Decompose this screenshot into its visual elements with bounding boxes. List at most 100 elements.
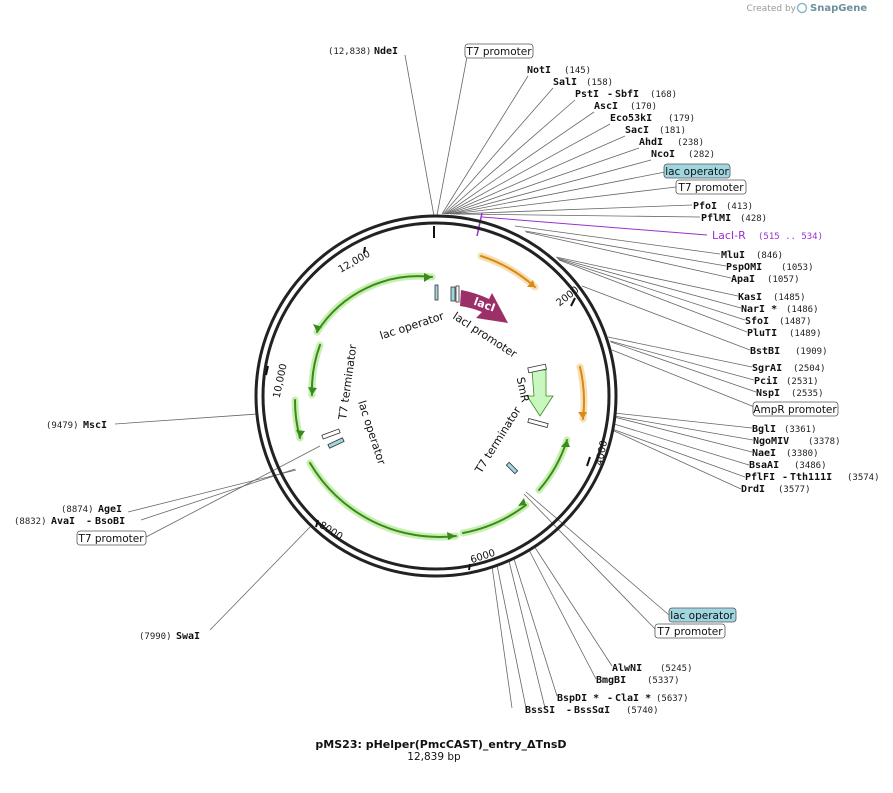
svg-text:(5637): (5637) bbox=[656, 694, 689, 704]
svg-text:(413): (413) bbox=[726, 202, 753, 212]
svg-text:ClaI *: ClaI * bbox=[615, 693, 651, 704]
primer-leader bbox=[481, 216, 708, 236]
lac-operator-bottom: lac operator bbox=[668, 607, 737, 623]
site-sfoi: SfoI bbox=[745, 316, 769, 327]
site-bstbi: BstBI bbox=[750, 346, 780, 357]
laci-promoter-box bbox=[450, 286, 456, 302]
svg-text:(1053): (1053) bbox=[781, 263, 814, 273]
site-drdi: DrdI bbox=[741, 484, 765, 495]
site-ngomiv: NgoMIV bbox=[753, 436, 789, 447]
svg-text:(5740): (5740) bbox=[626, 706, 659, 716]
svg-text:(170): (170) bbox=[630, 102, 657, 112]
site-agei: AgeI bbox=[98, 504, 122, 515]
svg-text:(428): (428) bbox=[740, 214, 767, 224]
site-ahdi: AhdI bbox=[639, 137, 663, 148]
site-nari: NarI * bbox=[741, 304, 777, 315]
site-naei: NaeI bbox=[752, 448, 776, 459]
svg-text:T7 promoter: T7 promoter bbox=[677, 182, 744, 194]
svg-text:(1485): (1485) bbox=[773, 293, 806, 303]
tick-label-8000: 8000 bbox=[317, 520, 344, 543]
svg-text:Tth111I: Tth111I bbox=[790, 472, 832, 483]
site-pflfi: PflFI bbox=[745, 472, 775, 483]
site-pspomi: PspOMI bbox=[726, 262, 762, 273]
smr-label: SmR bbox=[514, 376, 532, 404]
site-pfoi: PfoI bbox=[693, 201, 717, 212]
svg-text:BssSαI: BssSαI bbox=[574, 705, 610, 716]
site-ndei-pos: (12,838) bbox=[328, 47, 371, 57]
leader-lines bbox=[114, 54, 758, 709]
svg-text:(3486): (3486) bbox=[794, 461, 827, 471]
t7-terminator-right-label: T7 terminator bbox=[472, 404, 524, 476]
site-bmgbi: BmgBI bbox=[596, 675, 626, 686]
site-ncoi: NcoI bbox=[651, 149, 675, 160]
ampr-promoter: AmpR promoter bbox=[752, 401, 839, 417]
site-asci: AscI bbox=[594, 101, 618, 112]
svg-text:(1487): (1487) bbox=[779, 317, 812, 327]
lac-operator-left-box bbox=[434, 284, 439, 301]
svg-text:(8832): (8832) bbox=[14, 517, 47, 527]
site-swai: SwaI bbox=[176, 631, 200, 642]
svg-text:(3361): (3361) bbox=[784, 425, 817, 435]
lac-operator-left-label: lac operator bbox=[378, 309, 446, 342]
backbone-outer bbox=[254, 214, 618, 578]
site-pflmi: PflMI bbox=[701, 213, 731, 224]
site-pluti: PluTI bbox=[747, 328, 777, 339]
svg-text:(3378): (3378) bbox=[808, 437, 841, 447]
site-noti: NotI bbox=[527, 65, 551, 76]
svg-text:(2531): (2531) bbox=[786, 377, 819, 387]
backbone-inner bbox=[261, 221, 611, 571]
t7-terminator-left-box bbox=[321, 428, 341, 440]
svg-text:T7 promoter: T7 promoter bbox=[77, 533, 144, 545]
site-kasi: KasI bbox=[738, 292, 762, 303]
svg-text:-: - bbox=[782, 472, 788, 483]
lac-operator-bottom-box bbox=[505, 461, 519, 475]
svg-text:T7 promoter: T7 promoter bbox=[465, 46, 532, 58]
svg-text:AmpR promoter: AmpR promoter bbox=[753, 404, 837, 416]
svg-text:(3380): (3380) bbox=[786, 449, 819, 459]
svg-text:(168): (168) bbox=[650, 90, 677, 100]
smr-arrow bbox=[526, 369, 554, 417]
site-swai-pos: (7990) bbox=[139, 632, 172, 642]
site-bgli: BglI bbox=[752, 424, 776, 435]
svg-text:(846): (846) bbox=[756, 251, 783, 261]
svg-text:(2504): (2504) bbox=[793, 364, 826, 374]
t7-promoter-mid: T7 promoter bbox=[675, 179, 747, 195]
laci-arrow bbox=[460, 290, 508, 323]
site-saci: SacI bbox=[625, 125, 649, 136]
site-avai: AvaI bbox=[51, 516, 75, 527]
site-psti: PstI bbox=[575, 89, 599, 100]
plasmid-name: pMS23: pHelper(PmcCAST)_entry_ΔTnsD bbox=[315, 738, 566, 751]
svg-text:(5337): (5337) bbox=[647, 676, 680, 686]
lac-operator-inner-box bbox=[327, 437, 345, 449]
svg-text:-: - bbox=[607, 693, 613, 704]
svg-text:T7 promoter: T7 promoter bbox=[656, 626, 723, 638]
site-sali: SalI bbox=[553, 77, 577, 88]
site-apai: ApaI bbox=[731, 274, 755, 285]
svg-text:(1909): (1909) bbox=[795, 347, 828, 357]
tick-marks bbox=[265, 226, 591, 571]
svg-text:(3574): (3574) bbox=[847, 473, 880, 483]
t7-terminator-right-box bbox=[527, 417, 549, 429]
plasmid-length: 12,839 bp bbox=[407, 751, 461, 763]
svg-text:BsoBI: BsoBI bbox=[95, 516, 125, 527]
site-nspi: NspI bbox=[756, 388, 780, 399]
tick-label-4000: 4000 bbox=[594, 440, 610, 467]
t7-terminator-left-label: T7 terminator bbox=[336, 343, 360, 421]
t7-promoter-bottom: T7 promoter bbox=[654, 623, 726, 639]
t7-promoter-left: T7 promoter bbox=[76, 530, 147, 546]
snapgene-logo: SnapGene bbox=[796, 2, 867, 14]
svg-text:SbfI: SbfI bbox=[615, 89, 639, 100]
site-bspdi: BspDI * bbox=[557, 693, 599, 704]
svg-text:(8874): (8874) bbox=[61, 505, 94, 515]
site-eco53ki: Eco53kI bbox=[610, 113, 652, 124]
site-mlui: MluI bbox=[721, 250, 745, 261]
lac-operator-top: lac operator bbox=[663, 163, 731, 179]
tick-label-10000: 10,000 bbox=[272, 363, 290, 400]
site-sali-pos: (158) bbox=[586, 78, 613, 88]
laci-promoter-mark bbox=[455, 285, 460, 303]
svg-text:(238): (238) bbox=[677, 138, 704, 148]
svg-text:-: - bbox=[566, 705, 572, 716]
svg-text:(2535): (2535) bbox=[791, 389, 824, 399]
lac-operator-inner-label: lac operator bbox=[355, 399, 388, 467]
